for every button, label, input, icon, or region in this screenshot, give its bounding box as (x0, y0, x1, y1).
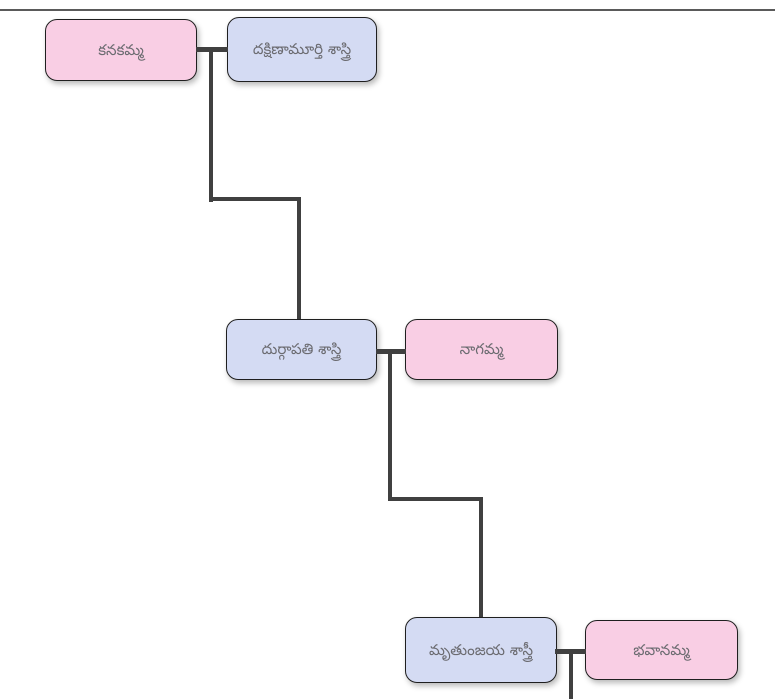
descent-line-3-vertical (569, 649, 573, 699)
person-box-kanakamma[interactable]: కనకమ్మ (45, 19, 197, 81)
person-box-mrutyunjaya-sastri[interactable]: మృతుంజయ శాస్త్రీ (405, 617, 557, 683)
descent-line-2-drop (479, 497, 483, 619)
descent-line-1-horizontal (209, 197, 301, 201)
person-name: దక్షిణామూర్తి శాస్త్రి (252, 40, 352, 59)
descent-line-2-vertical (388, 349, 392, 501)
top-divider-line (0, 9, 775, 11)
person-name: భవానమ్మ (633, 640, 690, 659)
person-name: కనకమ్మ (98, 40, 144, 59)
person-box-bhavanamma[interactable]: భవానమ్మ (585, 620, 738, 680)
descent-line-2-horizontal (388, 497, 483, 501)
descent-line-1-vertical (209, 47, 213, 202)
person-box-nagamma[interactable]: నాగమ్మ (405, 319, 558, 380)
descent-line-1-drop (297, 197, 301, 321)
person-box-dakshinamurti-sastri[interactable]: దక్షిణామూర్తి శాస్త్రి (227, 17, 377, 82)
person-name: దుర్గాపతి శాస్త్రి (261, 340, 342, 359)
person-name: నాగమ్మ (459, 340, 504, 359)
person-box-durgapati-sastri[interactable]: దుర్గాపతి శాస్త్రి (226, 319, 377, 380)
person-name: మృతుంజయ శాస్త్రీ (428, 640, 534, 659)
